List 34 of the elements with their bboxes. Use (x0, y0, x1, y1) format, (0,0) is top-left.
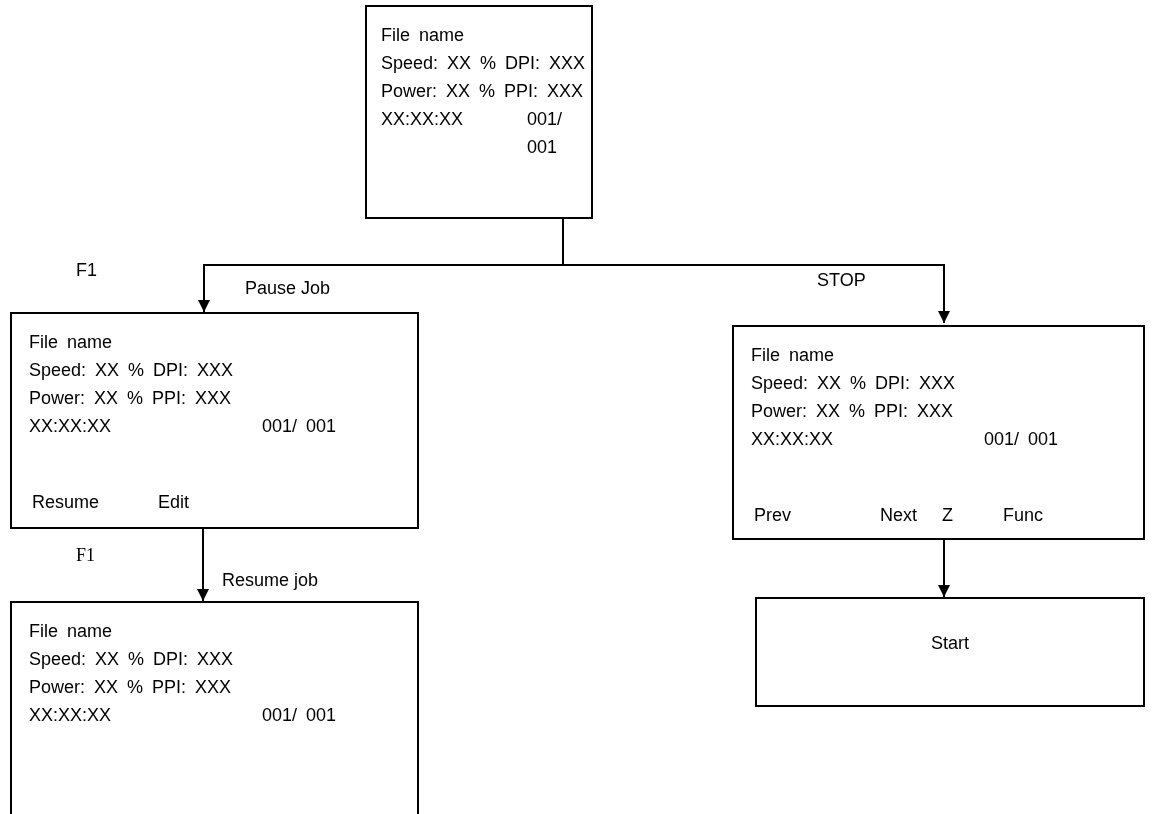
screen-text: Speed: XX % DPI: XXX (29, 648, 234, 670)
screen-text: XX:XX:XX (29, 415, 112, 437)
screen-box (365, 5, 593, 219)
screen-text: Power: XX % PPI: XXX (381, 80, 584, 102)
screen-text: Speed: XX % DPI: XXX (751, 372, 956, 394)
screen-text: Prev (754, 504, 791, 526)
screen-text: Resume (32, 491, 100, 513)
screen-text: Power: XX % PPI: XXX (751, 400, 954, 422)
screen-text: File name (29, 331, 113, 353)
screen-text: File name (29, 620, 113, 642)
screen-text: XX:XX:XX (381, 108, 464, 130)
screen-text: Start (930, 632, 970, 654)
screen-text: 001/ 001 (527, 108, 564, 159)
screen-text: 001/ 001 (262, 704, 337, 726)
arrow (197, 528, 209, 602)
screen-text: Edit (158, 491, 190, 513)
screen-text: Z (942, 504, 953, 526)
screen-text: Speed: XX % DPI: XXX (29, 359, 234, 381)
screen-box (10, 312, 419, 529)
screen-text: File name (751, 344, 835, 366)
screen-text: 001/ 001 (984, 428, 1059, 450)
screen-text: Func (1003, 504, 1044, 526)
screen-box (732, 325, 1145, 540)
screen-text: XX:XX:XX (751, 428, 834, 450)
screen-box (755, 597, 1145, 707)
screen-text: File name (381, 24, 465, 46)
screen-text: 001/ 001 (262, 415, 337, 437)
arrow (938, 539, 950, 598)
screen-text: Next (880, 504, 917, 526)
screen-text: Power: XX % PPI: XXX (29, 676, 232, 698)
screen-text: Speed: XX % DPI: XXX (381, 52, 586, 74)
screen-box (10, 601, 419, 814)
screen-text: Power: XX % PPI: XXX (29, 387, 232, 409)
screen-text: XX:XX:XX (29, 704, 112, 726)
